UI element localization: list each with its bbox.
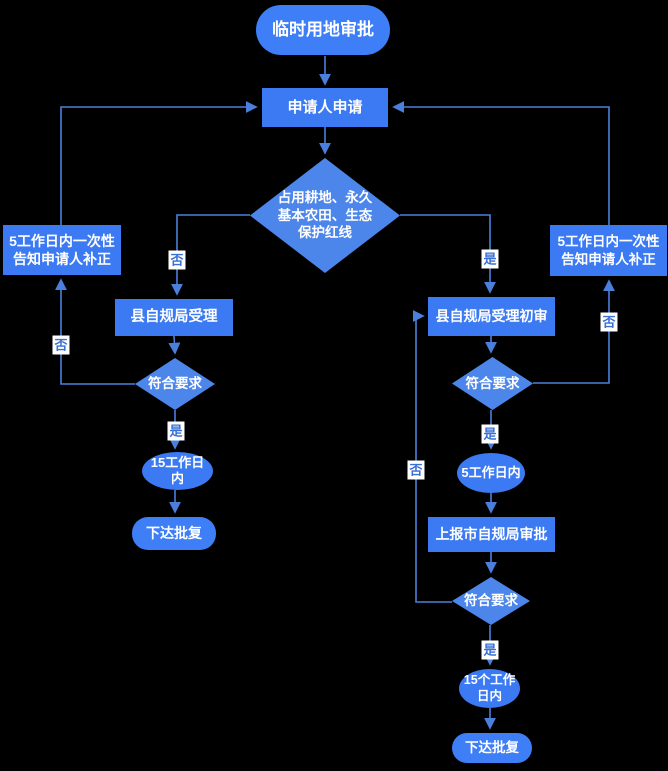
node-left-accept: 县自规局受理 (115, 299, 233, 336)
edge-label-no-right-check1: 否 (600, 312, 618, 332)
edge-label-yes-left-check: 是 (167, 421, 185, 441)
connector-right-notice-apply (392, 101, 610, 225)
node-apply: 申请人申请 (262, 88, 388, 127)
node-right-result: 下达批复 (452, 733, 532, 763)
edge-label-yes-right-check2: 是 (481, 640, 499, 660)
connector-decision-right-accept (400, 214, 496, 294)
decision-right-check1: 符合要求 (452, 357, 533, 410)
node-right-days15: 15个工作 日内 (459, 669, 520, 708)
connector-right-check2-accept (412, 310, 452, 603)
decision-main: 占用耕地、永久 基本农田、生态 保护红线 (250, 158, 400, 273)
connector-decision-left-accept (171, 214, 250, 296)
connector-left-accept-check (168, 335, 181, 355)
node-right-days5: 5工作日内 (457, 453, 525, 493)
node-right-accept: 县自规局受理初审 (428, 297, 555, 336)
node-left-notice: 5工作日内一次性 告知申请人补正 (3, 225, 121, 275)
node-left-days: 15工作日 内 (142, 452, 213, 490)
node-right-report: 上报市自规局审批 (428, 517, 555, 552)
edge-label-yes-right-check1: 是 (481, 424, 499, 444)
edge-label-no-left-check: 否 (52, 335, 70, 355)
node-right-notice: 5工作日内一次性 告知申请人补正 (550, 225, 667, 276)
decision-left-check: 符合要求 (135, 358, 215, 410)
edge-label-yes-main-right: 是 (481, 249, 499, 269)
edge-label-no-main-left: 否 (168, 250, 186, 270)
connector-left-notice-apply (60, 101, 258, 225)
node-left-result: 下达批复 (132, 517, 216, 550)
node-start: 临时用地审批 (256, 5, 390, 55)
edge-label-no-right-check2: 否 (407, 460, 425, 480)
decision-right-check2: 符合要求 (452, 577, 530, 625)
